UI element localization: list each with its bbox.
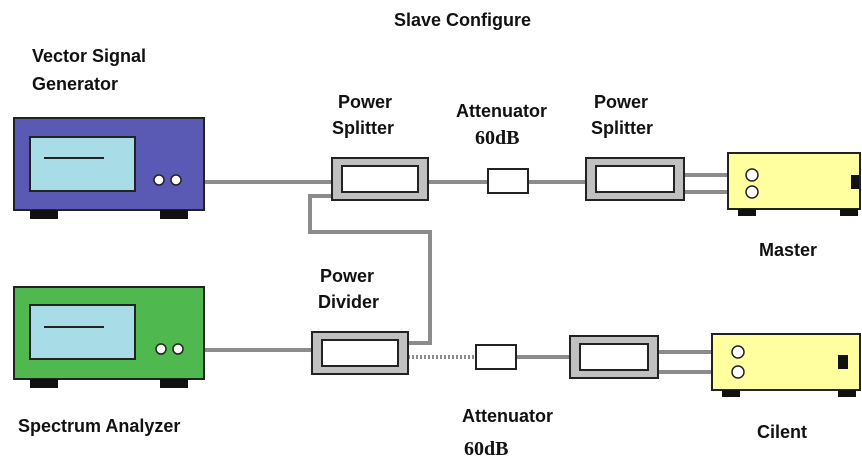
- attenuator-2-value: 60dB: [464, 438, 509, 460]
- attenuator-2: [475, 344, 517, 370]
- client-device: [711, 333, 861, 397]
- power-splitter-2: [585, 157, 685, 201]
- cable-splitter1-to-divider: [308, 194, 432, 345]
- client-label: Cilent: [757, 422, 808, 442]
- sa-foot-right: [160, 379, 188, 388]
- power-divider: [311, 331, 409, 375]
- power-splitter-1: [331, 157, 429, 201]
- power-divider-window: [321, 339, 399, 367]
- power-splitter-1-label-line2: Splitter: [332, 118, 395, 138]
- power-splitter-2-window: [595, 165, 675, 193]
- client-body: [711, 333, 861, 391]
- attenuator-1-label: Attenuator: [456, 101, 547, 121]
- master-label: Master: [759, 240, 818, 260]
- power-splitter-3-window: [579, 343, 649, 371]
- sa-port-1: [155, 343, 167, 355]
- master-indicator: [851, 175, 859, 189]
- master-device: [727, 152, 861, 216]
- attenuator-1-value: 60dB: [475, 127, 520, 149]
- master-port-1: [745, 168, 759, 182]
- master-foot-left: [738, 209, 756, 216]
- sa-port-2: [172, 343, 184, 355]
- vector-signal-generator: [13, 117, 205, 219]
- spectrum-analyzer: [13, 286, 205, 388]
- attenuator-1: [487, 168, 529, 194]
- diagram-title: Slave Configure: [394, 10, 532, 30]
- spectrum-analyzer-label: Spectrum Analyzer: [18, 416, 181, 436]
- power-divider-label-line1: Power: [320, 266, 375, 286]
- client-foot-left: [722, 390, 740, 397]
- client-port-1: [731, 345, 745, 359]
- attenuator-2-label: Attenuator: [462, 406, 553, 426]
- vsg-port-1: [153, 174, 165, 186]
- power-splitter-3: [569, 335, 659, 379]
- vsg-port-2: [170, 174, 182, 186]
- master-port-2: [745, 185, 759, 199]
- master-foot-right: [840, 209, 858, 216]
- client-indicator: [838, 355, 848, 369]
- vsg-foot-left: [30, 210, 58, 219]
- client-foot-right: [838, 390, 856, 397]
- vsg-label-line2: Generator: [32, 74, 119, 94]
- vsg-label-line1: Vector Signal: [32, 46, 147, 66]
- vsg-foot-right: [160, 210, 188, 219]
- power-splitter-2-label-line2: Splitter: [591, 118, 654, 138]
- power-splitter-2-label-line1: Power: [594, 92, 649, 112]
- vsg-screen: [29, 136, 136, 192]
- power-splitter-1-label-line1: Power: [338, 92, 393, 112]
- power-divider-label-line2: Divider: [318, 292, 380, 312]
- sa-foot-left: [30, 379, 58, 388]
- client-port-2: [731, 365, 745, 379]
- power-splitter-1-window: [341, 165, 419, 193]
- sa-screen: [29, 304, 136, 360]
- master-body: [727, 152, 861, 210]
- cables: [188, 173, 746, 374]
